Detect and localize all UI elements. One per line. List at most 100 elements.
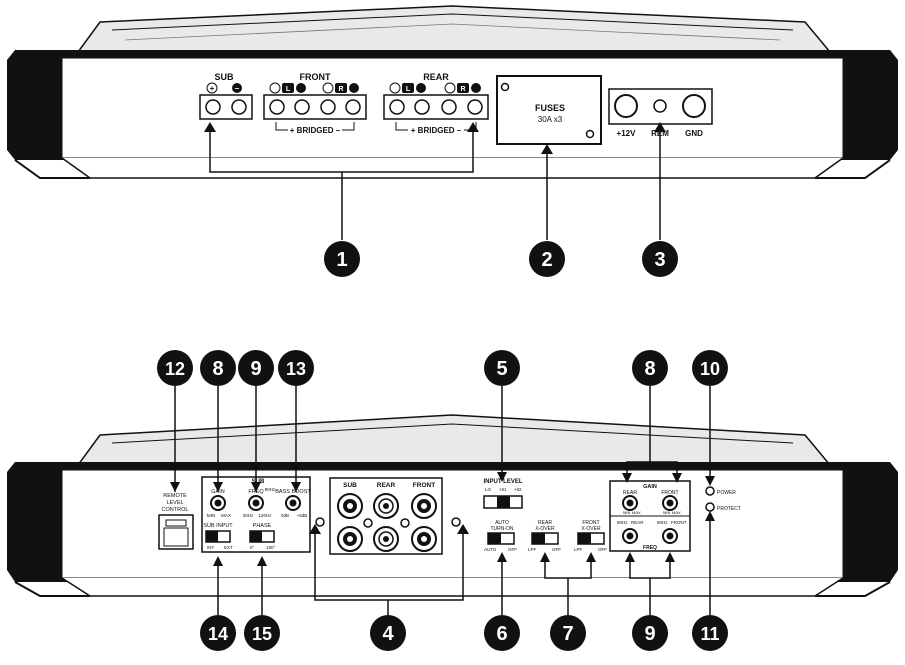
auto-opt-b: OFF (508, 547, 517, 552)
freq-front-label: FRONT (671, 520, 687, 525)
sub-input-label: SUB INPUT (203, 523, 233, 529)
front-xover-label-1: FRONT (582, 520, 599, 526)
callout-12: 12 (157, 350, 193, 386)
svg-text:+: + (210, 84, 215, 93)
freq-front-hz: 80Hz (657, 520, 668, 525)
rca-sub-label: SUB (343, 482, 357, 489)
sub-gain-min: MIN (207, 513, 215, 518)
input-level-label: INPUT LEVEL (483, 479, 522, 485)
front-r-label: R (338, 86, 343, 93)
top-amplifier: SUB + – FRONT L R + BRIDGED – (7, 5, 898, 179)
callout-5: 5 (484, 350, 520, 386)
fuses-rating: 30A x3 (538, 115, 563, 124)
phase-label: PHASE (253, 523, 272, 529)
bottom-arrowheads (170, 472, 715, 566)
auto-opt-a: AUTO (484, 547, 497, 552)
protect-led-label: PROTECT (717, 506, 741, 512)
front-terminal-label: FRONT (300, 72, 331, 82)
callout-8-right: 8 (632, 350, 668, 386)
input-level-hi2: HI2 (514, 487, 522, 492)
callout-9-right: 9 (632, 615, 668, 651)
svg-text:9: 9 (250, 358, 261, 380)
top-leader-lines (209, 128, 661, 240)
svg-text:8: 8 (644, 358, 655, 380)
front-xover-off: OFF (598, 547, 607, 552)
svg-text:12: 12 (165, 359, 185, 379)
fuses-title: FUSES (535, 103, 565, 113)
callout-7: 7 (550, 615, 586, 651)
fuse-cover: FUSES 30A x3 (496, 75, 602, 145)
front-speaker-terminals: FRONT L R + BRIDGED – (263, 72, 367, 135)
gain-front-label: FRONT (661, 490, 678, 496)
freq-rear-hz: 80Hz (617, 520, 628, 525)
svg-text:13: 13 (286, 359, 306, 379)
callout-2: 2 (529, 241, 565, 277)
front-xover-label-2: X-OVER (581, 526, 601, 532)
svg-text:7: 7 (562, 623, 573, 645)
front-bridged-label: + BRIDGED – (290, 126, 341, 135)
sub-gain-max: MAX (221, 513, 231, 518)
rca-rear-label: REAR (377, 482, 396, 489)
auto-label-2: TURN-ON (490, 526, 513, 532)
main-gain-freq-box: GAIN REAR FRONT MIN MAX MIN MAX 80Hz REA… (609, 480, 691, 552)
freq-rear-label: REAR (631, 520, 644, 525)
phase-180: 180° (266, 545, 276, 550)
sub-speaker-terminals: SUB + – (199, 72, 253, 120)
rear-xover-off: OFF (552, 547, 561, 552)
gain-rear-min: MIN (623, 510, 630, 515)
top-arrowheads (204, 122, 666, 154)
bass-boost-label: BASS BOOST (275, 489, 311, 495)
remote-label-3: CONTROL (162, 507, 189, 513)
rear-l-label: L (406, 86, 411, 93)
rear-bridged-label: + BRIDGED – (411, 126, 462, 135)
power-led (705, 486, 715, 496)
power-terminal: +12V REM GND (608, 88, 713, 138)
callout-14: 14 (200, 615, 236, 651)
gain-box-header: GAIN (643, 484, 657, 490)
gain-rear-label: REAR (623, 490, 637, 496)
front-xover-switch: FRONT X-OVER LPF OFF (574, 520, 607, 552)
input-level-lo: LO (485, 487, 492, 492)
gain-rear-max: MAX (632, 510, 641, 515)
front-xover-lpf: LPF (574, 547, 583, 552)
callout-3: 3 (642, 241, 678, 277)
callout-6: 6 (484, 615, 520, 651)
svg-text:4: 4 (382, 623, 394, 645)
svg-text:11: 11 (700, 624, 719, 644)
boost-hi: +6dB (297, 513, 308, 518)
svg-text:9: 9 (644, 623, 655, 645)
gain-front-min: MIN (663, 510, 670, 515)
callout-10: 10 (692, 350, 728, 386)
callout-11: 11 (692, 615, 728, 651)
sub-input-int: INT (207, 545, 215, 550)
callout-1: 1 (324, 241, 360, 277)
protect-led (705, 502, 715, 512)
rear-xover-label-1: REAR (538, 520, 552, 526)
callout-15: 15 (244, 615, 280, 651)
bottom-amplifier: REMOTE LEVEL CONTROL SUB GAIN MIN MAX FR… (7, 414, 898, 597)
boost-lo: 0dB (281, 513, 289, 518)
svg-text:6: 6 (496, 623, 507, 645)
sub-terminal-label: SUB (214, 72, 234, 82)
input-level-switch: INPUT LEVEL LO HI1 HI2 (483, 479, 523, 509)
phase-0: 0° (250, 545, 255, 550)
svg-text:15: 15 (252, 624, 272, 644)
sub-freq-mid: 80Hz (265, 487, 276, 492)
rear-terminal-label: REAR (423, 72, 449, 82)
svg-text:10: 10 (700, 359, 720, 379)
front-l-label: L (286, 86, 291, 93)
svg-text:3: 3 (654, 249, 665, 271)
power-gnd-label: GND (685, 129, 703, 138)
auto-turn-on-switch: AUTO TURN-ON AUTO OFF (484, 520, 517, 552)
power-led-label: POWER (717, 490, 736, 496)
callout-4: 4 (370, 615, 406, 651)
svg-text:1: 1 (336, 249, 347, 271)
sub-input-ext: EXT (224, 545, 233, 550)
callout-9-left: 9 (238, 350, 274, 386)
sub-freq-lo: 30Hz (243, 513, 254, 518)
rca-inputs: SUB REAR FRONT (315, 477, 461, 555)
freq-box-footer: FREQ (643, 545, 657, 551)
sub-freq-hi: 120Hz (258, 513, 272, 518)
